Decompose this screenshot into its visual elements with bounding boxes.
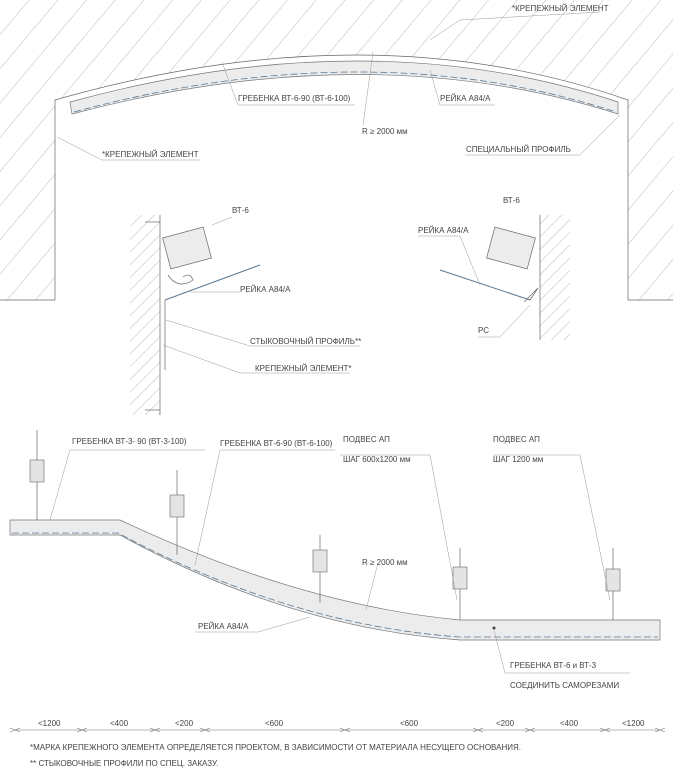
label-pc: РС [478,326,489,335]
label-comb: ГРЕБЕНКА ВТ-6-90 (ВТ-6-100) [238,94,351,103]
label-fastener-left: *КРЕПЕЖНЫЙ ЭЛЕМЕНТ [102,150,199,159]
dimension-label: <600 [265,719,284,728]
dimension-arrow [9,727,21,733]
wall-outline [54,54,629,300]
dimension-label: <200 [175,719,194,728]
dimension-arrow [199,727,211,733]
label-rail-left: РЕЙКА А84/А [240,285,291,294]
label-rail-bottom: РЕЙКА А84/А [198,622,249,631]
screw-point [492,626,496,630]
label-comb-bt3: ГРЕБЕНКА ВТ-3- 90 (ВТ-3-100) [72,437,187,446]
dimension-label: <1200 [38,719,61,728]
label-rail: РЕЙКА А84/А [440,94,491,103]
label-bt6-left: ВТ-6 [232,206,249,215]
dimension-arrow [524,727,536,733]
detail-left: ВТ-6 РЕЙКА А84/А СТЫКОВОЧНЫЙ ПРОФИЛЬ** К… [130,206,361,415]
curved-rail [69,60,619,115]
dimension-label: <200 [496,719,515,728]
hanger [312,535,328,603]
label-hanger2-title: ПОДВЕС АП [493,435,540,444]
label-rail-right: РЕЙКА А84/А [418,226,469,235]
ceiling-rail-profile [9,519,661,641]
dimension-label: <400 [560,719,579,728]
dimension-line: <1200 <400 <200 <600 <600 <200 <400 <120… [9,719,666,733]
label-joint-profile: СТЫКОВОЧНЫЙ ПРОФИЛЬ** [250,337,361,346]
top-section: *КРЕПЕЖНЫЙ ЭЛЕМЕНТ ГРЕБЕНКА ВТ-6-90 (ВТ-… [0,0,673,301]
label-join-note1: ГРЕБЕНКА ВТ-6 и ВТ-3 [510,661,597,670]
label-radius-bottom: R ≥ 2000 мм [362,558,408,567]
label-fastener-top: *КРЕПЕЖНЫЙ ЭЛЕМЕНТ [512,4,609,13]
dimension-label: <400 [110,719,129,728]
dimension-arrow [76,727,88,733]
dimension-label: <1200 [622,719,645,728]
label-hanger1-step: ШАГ 600х1200 мм [343,455,411,464]
dimension-arrow [149,727,161,733]
label-hanger2-step: ШАГ 1200 мм [493,455,543,464]
label-fastener-detail: КРЕПЕЖНЫЙ ЭЛЕМЕНТ* [255,364,351,373]
bottom-section: ГРЕБЕНКА ВТ-3- 90 (ВТ-3-100) ГРЕБЕНКА ВТ… [9,430,661,690]
dimension-arrow [654,727,666,733]
label-radius: R ≥ 2000 мм [362,127,408,136]
dimension-arrow [472,727,484,733]
comb-bt6 [162,226,212,270]
wall-hatching [0,0,673,300]
detail-right: ВТ-6 РЕЙКА А84/А РС [418,196,570,340]
footnote-1: *МАРКА КРЕПЕЖНОГО ЭЛЕМЕНТА ОПРЕДЕЛЯЕТСЯ … [30,743,521,752]
hanger [605,548,621,620]
comb-bt6-right [486,226,536,270]
label-bt6-right: ВТ-6 [503,196,520,205]
dimension-arrow [599,727,611,733]
label-hanger1-title: ПОДВЕС АП [343,435,390,444]
comb-teeth [73,71,617,113]
label-comb-bt6: ГРЕБЕНКА ВТ-6-90 (ВТ-6-100) [220,439,333,448]
dimension-arrow [339,727,351,733]
hanger [169,470,185,555]
label-special-profile: СПЕЦИАЛЬНЫЙ ПРОФИЛЬ [466,145,571,154]
dimension-label: <600 [400,719,419,728]
hanger [452,548,468,620]
hanger [29,430,45,520]
footnote-2: ** СТЫКОВОЧНЫЕ ПРОФИЛИ ПО СПЕЦ. ЗАКАЗУ. [30,759,218,768]
label-join-note2: СОЕДИНИТЬ САМОРЕЗАМИ [510,681,619,690]
